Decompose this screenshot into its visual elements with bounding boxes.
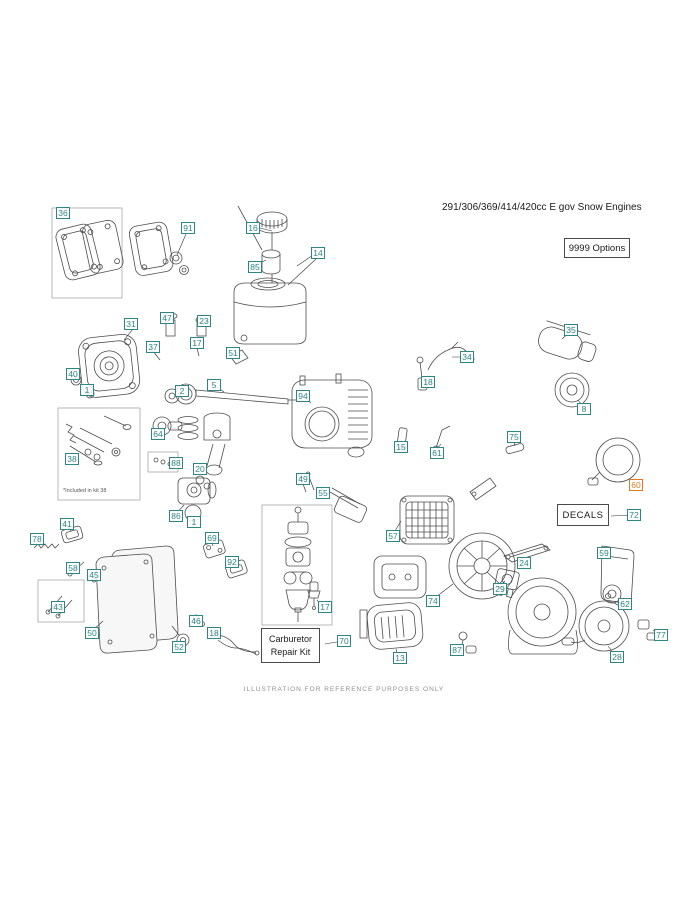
callout-51[interactable]: 51	[226, 347, 240, 359]
carb-kit-label-line2: Repair Kit	[270, 646, 311, 657]
muffler-art	[359, 555, 477, 655]
air-vane-ring-art	[587, 437, 641, 486]
callout-52[interactable]: 52	[172, 641, 186, 653]
flywheel-art	[448, 532, 520, 600]
callout-88[interactable]: 88	[169, 457, 183, 469]
breather-kit-art	[57, 407, 141, 501]
carburetor-repair-kit-box[interactable]: Carburetor Repair Kit	[261, 628, 320, 663]
callout-18[interactable]: 18	[421, 376, 435, 388]
callout-18[interactable]: 18	[207, 627, 221, 639]
callout-28[interactable]: 28	[610, 651, 624, 663]
crankcase-cover-art	[70, 312, 249, 399]
callout-87[interactable]: 87	[450, 644, 464, 656]
callout-91[interactable]: 91	[181, 222, 195, 234]
head-gasket-art	[128, 221, 189, 276]
callout-47[interactable]: 47	[160, 312, 174, 324]
options-box[interactable]: 9999 Options	[564, 238, 630, 258]
callout-17[interactable]: 17	[318, 601, 332, 613]
callout-14[interactable]: 14	[311, 247, 325, 259]
callout-41[interactable]: 41	[60, 518, 74, 530]
bracket-lever-art	[396, 425, 525, 501]
callout-8[interactable]: 8	[577, 403, 591, 415]
callout-35[interactable]: 35	[564, 324, 578, 336]
carb-kit-inset-art	[261, 504, 333, 626]
callout-37[interactable]: 37	[146, 341, 160, 353]
callout-86[interactable]: 86	[169, 510, 183, 522]
fuel-cap-and-tank-art	[233, 205, 307, 345]
callout-40[interactable]: 40	[66, 368, 80, 380]
callout-55[interactable]: 55	[316, 487, 330, 499]
callout-61[interactable]: 61	[430, 447, 444, 459]
kit-note: *Included in kit 38	[63, 488, 107, 494]
stator-plate-art	[503, 543, 551, 563]
callout-60[interactable]: 60	[629, 479, 643, 491]
crankshaft-art	[152, 383, 298, 436]
callout-72[interactable]: 72	[627, 509, 641, 521]
callout-34[interactable]: 34	[460, 351, 474, 363]
callout-50[interactable]: 50	[85, 627, 99, 639]
blower-housing-art	[507, 577, 657, 655]
callout-29[interactable]: 29	[493, 583, 507, 595]
callout-75[interactable]: 75	[507, 431, 521, 443]
spark-plug-art	[307, 581, 321, 610]
callout-20[interactable]: 20	[193, 463, 207, 475]
callout-78[interactable]: 78	[30, 533, 44, 545]
callout-74[interactable]: 74	[426, 595, 440, 607]
decals-box[interactable]: DECALS	[557, 504, 609, 526]
callout-69[interactable]: 69	[205, 532, 219, 544]
callout-24[interactable]: 24	[517, 557, 531, 569]
debris-screen-art	[399, 495, 455, 545]
gasket-set-art	[51, 207, 124, 299]
callout-58[interactable]: 58	[66, 562, 80, 574]
diagram-title: 291/306/369/414/420cc E gov Snow Engines	[442, 202, 642, 213]
small-hardware-art	[147, 451, 211, 490]
heat-shield-art	[95, 545, 190, 654]
callout-45[interactable]: 45	[87, 569, 101, 581]
callout-92[interactable]: 92	[225, 556, 239, 568]
callout-64[interactable]: 64	[151, 428, 165, 440]
callout-15[interactable]: 15	[394, 441, 408, 453]
callout-1[interactable]: 1	[187, 516, 201, 528]
callout-13[interactable]: 13	[393, 652, 407, 664]
callout-94[interactable]: 94	[296, 390, 310, 402]
reference-note: ILLUSTRATION FOR REFERENCE PURPOSES ONLY	[243, 686, 445, 693]
callout-17[interactable]: 17	[190, 337, 204, 349]
callout-70[interactable]: 70	[337, 635, 351, 647]
callout-62[interactable]: 62	[618, 598, 632, 610]
callout-85[interactable]: 85	[248, 261, 262, 273]
callout-49[interactable]: 49	[296, 473, 310, 485]
callout-23[interactable]: 23	[197, 315, 211, 327]
callout-2[interactable]: 2	[175, 385, 189, 397]
callout-43[interactable]: 43	[51, 601, 65, 613]
callout-46[interactable]: 46	[189, 615, 203, 627]
callout-5[interactable]: 5	[207, 379, 221, 391]
callout-38[interactable]: 38	[65, 453, 79, 465]
callout-16[interactable]: 16	[246, 222, 260, 234]
callout-57[interactable]: 57	[386, 530, 400, 542]
callout-77[interactable]: 77	[654, 629, 668, 641]
carb-kit-label-line1: Carburetor	[268, 634, 313, 645]
callout-59[interactable]: 59	[597, 547, 611, 559]
callout-31[interactable]: 31	[124, 318, 138, 330]
callout-1[interactable]: 1	[80, 384, 94, 396]
callout-36[interactable]: 36	[56, 207, 70, 219]
